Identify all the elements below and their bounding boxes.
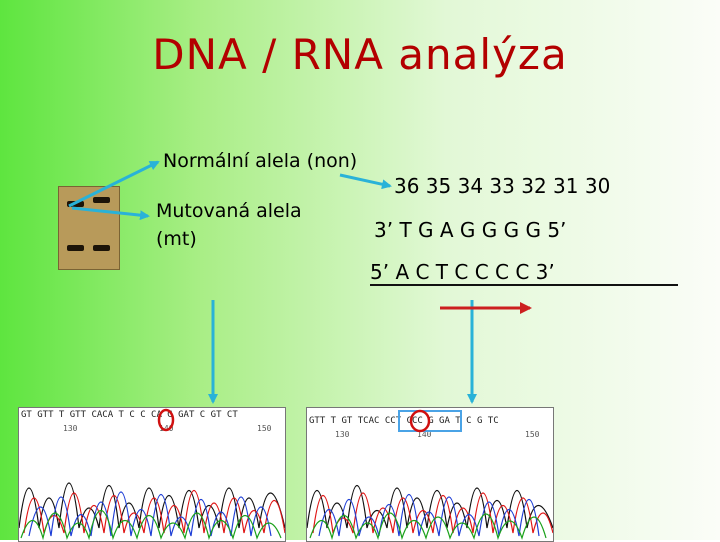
chromatogram-normal: GT GTT T GTT CACA T C C CA G GAT C GT CT… xyxy=(18,407,286,542)
sequence-strand-5-3: 5’ A C T C C C C 3’ xyxy=(370,260,555,284)
chromatogram-ruler-label: 130 xyxy=(335,430,350,439)
chromatogram-base-calls: GT GTT T GTT CACA T C C CA G GAT C GT CT xyxy=(21,410,238,420)
normal-allele-label: Normální alela (non) xyxy=(163,150,358,172)
sequence-positions: 36 35 34 33 32 31 30 xyxy=(394,174,611,198)
chromatogram-base-calls: GTT T GT TCAC CCT CCC G GA T C G TC xyxy=(309,416,499,426)
chromatogram-traces xyxy=(19,408,285,541)
chromatogram-ruler-label: 150 xyxy=(257,424,272,433)
chromatogram-mutant: GTT T GT TCAC CCT CCC G GA T C G TC 130 … xyxy=(306,407,554,542)
chromatogram-traces xyxy=(307,409,553,541)
gel-band xyxy=(93,197,110,203)
gel-band xyxy=(93,245,110,251)
arrow-to-sequence xyxy=(339,173,392,190)
sequence-strand-3-5: 3’ T G A G G G G 5’ xyxy=(374,218,567,242)
slide-title: DNA / RNA analýza xyxy=(152,30,568,79)
mutant-allele-sublabel: (mt) xyxy=(156,228,197,250)
gel-band xyxy=(67,201,84,207)
chromatogram-ruler-label: 130 xyxy=(63,424,78,433)
chromatogram-ruler-label: 140 xyxy=(417,430,432,439)
chromatogram-ruler-label: 150 xyxy=(525,430,540,439)
gel-band xyxy=(67,245,84,251)
gel-electrophoresis-image xyxy=(58,186,120,270)
mutant-allele-label: Mutovaná alela xyxy=(156,200,302,222)
chromatogram-ruler-label: 140 xyxy=(159,424,174,433)
